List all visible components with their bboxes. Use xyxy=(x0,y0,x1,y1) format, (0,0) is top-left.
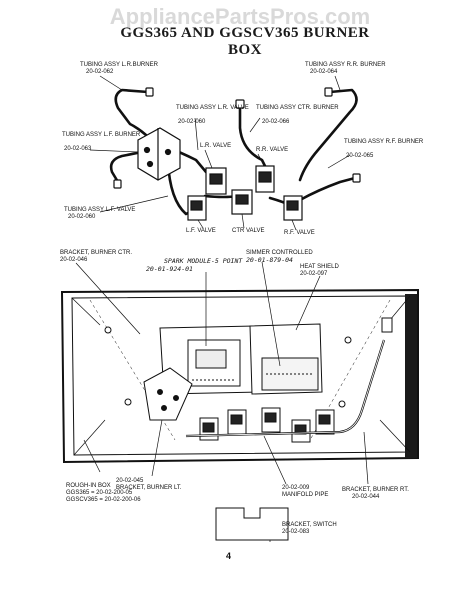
label-rough-in-ggscv: GGSCV365 = 20-02-200-06 xyxy=(66,497,141,503)
label-tubing-lf-valve: TUBING ASSY L.F. VALVE xyxy=(64,207,136,213)
rough-in-box xyxy=(60,288,419,464)
label-bracket-burner-rt-pn: 20-02-044 xyxy=(352,494,380,500)
label-lr-valve: L.R. VALVE xyxy=(200,143,232,149)
label-rough-in-ggs: GGS365 = 20-02-200-05 xyxy=(66,490,133,496)
bracket-switch xyxy=(215,507,289,541)
label-bracket-burner-ctr: BRACKET, BURNER CTR. xyxy=(60,250,133,256)
label-bracket-burner-lt-pn: 20-02-045 xyxy=(116,478,144,484)
tube-rf-burner xyxy=(298,176,357,202)
tube-lf-burner xyxy=(109,150,144,184)
valve-block-left xyxy=(137,127,181,181)
label-tubing-lr-valve: TUBING ASSY L.R. VALVE xyxy=(176,105,249,111)
label-tubing-rf-burner: TUBING ASSY R.F. BURNER xyxy=(344,139,424,145)
label-tubing-lr-valve-pn: 20-02-060 xyxy=(178,119,206,125)
label-tubing-rr-burner: TUBING ASSY R.R. BURNER xyxy=(305,62,386,68)
label-tubing-ctr-burner-pn: 20-02-066 xyxy=(262,119,290,125)
label-rough-in-box: ROUGH-IN BOX xyxy=(66,483,111,489)
label-tubing-rf-burner-pn: 20-02-065 xyxy=(346,153,374,159)
label-manifold-pn: 20-02-009 xyxy=(282,485,310,491)
label-spark-module: SPARK MODULE-5 POINT xyxy=(164,257,243,265)
label-tubing-ctr-burner: TUBING ASSY CTR. BURNER xyxy=(256,105,339,111)
label-heat-shield: HEAT SHIELD xyxy=(300,264,339,270)
label-ctr-valve: CTR VALVE xyxy=(232,228,265,234)
label-simmer: SIMMER CONTROLLED xyxy=(246,250,313,256)
orifice-rr xyxy=(324,87,333,97)
label-bracket-burner-lt: BRACKET, BURNER LT. xyxy=(116,485,182,491)
label-tubing-lr-burner: TUBING ASSY L.R.BURNER xyxy=(80,62,158,68)
label-simmer-pn: 20-01-879-04 xyxy=(246,256,293,264)
label-bracket-switch-pn: 20-02-083 xyxy=(282,529,310,535)
label-rf-valve: R.F. VALVE xyxy=(284,230,315,236)
tube-rr-burner xyxy=(298,88,358,182)
label-tubing-lf-valve-pn: 20-02-060 xyxy=(68,214,96,220)
label-tubing-lr-burner-pn: 20-02-062 xyxy=(86,69,114,75)
label-tubing-lf-burner-pn: 20-02-063 xyxy=(64,146,92,152)
watermark: AppliancePartsPros.com xyxy=(109,4,371,29)
label-tubing-lf-burner: TUBING ASSY L.F. BURNER xyxy=(62,132,141,138)
label-heat-shield-pn: 20-02-097 xyxy=(300,271,328,277)
label-spark-module-pn: 20-01-924-01 xyxy=(146,265,193,273)
orifice-rf xyxy=(352,173,361,183)
label-bracket-switch: BRACKET, SWITCH xyxy=(282,522,337,528)
label-tubing-rr-burner-pn: 20-02-064 xyxy=(310,69,338,75)
label-bracket-burner-ctr-pn: 20-02-046 xyxy=(60,257,88,263)
orifice-lr xyxy=(145,87,154,97)
tube-lr-burner xyxy=(114,88,150,137)
page-title: GGS365 AND GGSCV365 BURNER BOX xyxy=(120,25,370,58)
page-number: 4 xyxy=(226,551,232,561)
orifice-lf xyxy=(113,179,122,189)
orifice-ctr xyxy=(235,99,245,109)
label-rr-valve: R.R. VALVE xyxy=(256,147,289,153)
label-manifold: MANIFOLD PIPE xyxy=(282,492,329,498)
bracket-burner-lt xyxy=(143,367,193,421)
label-lf-valve: L.F. VALVE xyxy=(186,228,216,234)
label-bracket-burner-rt: BRACKET, BURNER RT. xyxy=(342,487,409,493)
tube-ctr-burner xyxy=(238,104,270,174)
